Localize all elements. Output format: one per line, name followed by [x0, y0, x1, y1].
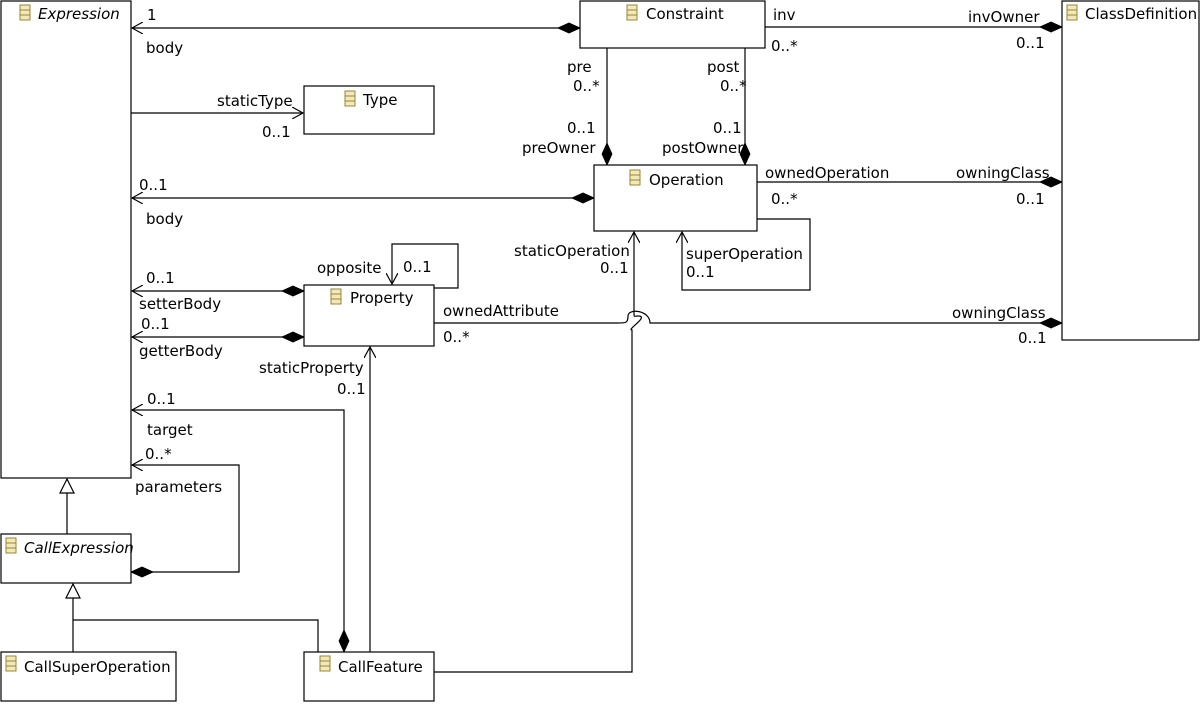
- class-icon: [319, 655, 331, 672]
- class-class-definition[interactable]: ClassDefinition: [1061, 0, 1200, 341]
- static-property-role: staticProperty: [259, 359, 364, 377]
- setter-body-role: setterBody: [139, 295, 221, 313]
- class-operation[interactable]: Operation: [593, 164, 758, 232]
- inv-owner-role: invOwner: [968, 8, 1040, 26]
- class-name: CallExpression: [24, 539, 134, 557]
- class-icon: [344, 90, 356, 107]
- post-owner-multiplicity: 0..1: [713, 119, 742, 137]
- class-name: Property: [350, 289, 414, 307]
- class-name: Operation: [649, 171, 724, 189]
- target-role: target: [147, 421, 193, 439]
- post-multiplicity: 0..*: [720, 77, 747, 95]
- class-expression[interactable]: Expression: [0, 0, 132, 479]
- inv-owner-multiplicity: 0..1: [1016, 34, 1045, 52]
- class-name: CallSuperOperation: [24, 658, 171, 676]
- owned-attribute-role: ownedAttribute: [443, 302, 559, 320]
- setter-body-multiplicity: 0..1: [146, 269, 175, 287]
- class-icon: [330, 288, 342, 305]
- inv-role: inv: [773, 6, 796, 24]
- static-type-multiplicity: 0..1: [262, 123, 291, 141]
- edge-parameters: [131, 465, 240, 572]
- class-icon: [626, 4, 638, 21]
- pre-owner-role: preOwner: [522, 139, 596, 157]
- operation-owning-class-role: owningClass: [956, 164, 1050, 182]
- class-property[interactable]: Property: [303, 284, 435, 347]
- getter-body-multiplicity: 0..1: [141, 315, 170, 333]
- class-call-expression[interactable]: CallExpression: [0, 533, 134, 584]
- super-operation-multiplicity: 0..1: [686, 263, 715, 281]
- post-owner-role: postOwner: [662, 139, 744, 157]
- constraint-body-multiplicity: 1: [147, 6, 157, 24]
- pre-owner-multiplicity: 0..1: [567, 119, 596, 137]
- class-name: CallFeature: [338, 658, 423, 676]
- owned-attribute-multiplicity: 0..*: [443, 328, 470, 346]
- class-name: Type: [362, 91, 397, 109]
- edge-owned-attribute: [434, 310, 1062, 323]
- class-icon: [5, 537, 17, 554]
- class-name: Expression: [38, 5, 120, 23]
- static-operation-role: staticOperation: [514, 242, 630, 260]
- class-type[interactable]: Type: [303, 85, 435, 135]
- static-property-multiplicity: 0..1: [337, 380, 366, 398]
- class-icon: [629, 169, 641, 186]
- operation-owning-class-multiplicity: 0..1: [1016, 190, 1045, 208]
- class-call-super-operation[interactable]: CallSuperOperation: [0, 651, 177, 702]
- class-name: Constraint: [646, 5, 724, 23]
- opposite-multiplicity: 0..1: [403, 258, 432, 276]
- operation-body-multiplicity: 0..1: [139, 176, 168, 194]
- getter-body-role: getterBody: [139, 342, 223, 360]
- pre-role: pre: [567, 58, 592, 76]
- parameters-role: parameters: [135, 478, 222, 496]
- super-operation-role: superOperation: [686, 245, 803, 263]
- generalization-call-feature: [73, 619, 319, 652]
- class-call-feature[interactable]: CallFeature: [303, 651, 435, 702]
- edge-opposite: [392, 243, 459, 289]
- class-name: ClassDefinition: [1085, 5, 1197, 23]
- property-owning-class-role: owningClass: [952, 304, 1046, 322]
- class-icon: [5, 655, 17, 672]
- static-type-role: staticType: [217, 92, 293, 110]
- edge-static-operation: [434, 232, 642, 673]
- inv-multiplicity: 0..*: [771, 37, 798, 55]
- owned-operation-multiplicity: 0..*: [771, 190, 798, 208]
- static-operation-multiplicity: 0..1: [600, 259, 629, 277]
- class-icon: [19, 4, 31, 21]
- constraint-body-role: body: [146, 39, 183, 57]
- edge-super-operation: [682, 218, 811, 291]
- post-role: post: [707, 58, 740, 76]
- class-constraint[interactable]: Constraint: [579, 0, 766, 49]
- property-owning-class-multiplicity: 0..1: [1018, 329, 1047, 347]
- owned-operation-role: ownedOperation: [765, 164, 889, 182]
- target-multiplicity: 0..1: [147, 390, 176, 408]
- class-icon: [1066, 4, 1078, 21]
- parameters-multiplicity: 0..*: [145, 445, 172, 463]
- pre-multiplicity: 0..*: [573, 77, 600, 95]
- operation-body-role: body: [146, 210, 183, 228]
- opposite-role: opposite: [317, 259, 382, 277]
- edge-target: [132, 410, 344, 652]
